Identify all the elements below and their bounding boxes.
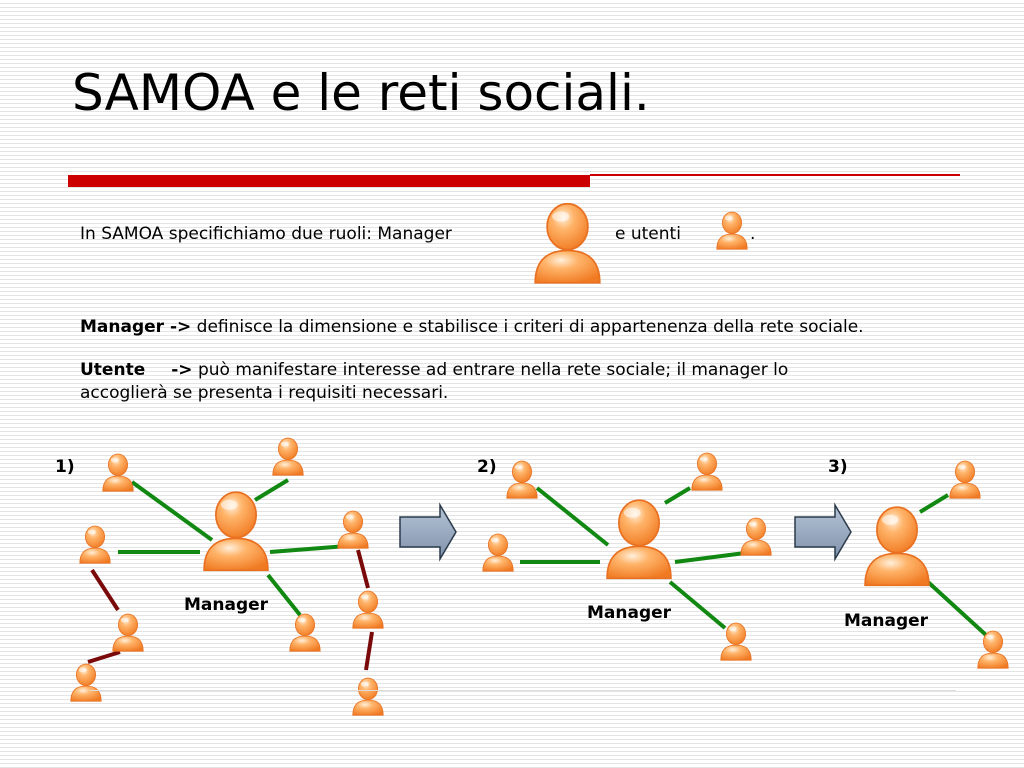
step-arrow-2 <box>794 502 852 562</box>
step1-user-4 <box>337 510 369 549</box>
intro-text: In SAMOA specifichiamo due ruoli: Manage… <box>80 224 452 244</box>
step3-number: 3) <box>828 457 848 477</box>
title-underline-thick <box>68 175 590 187</box>
bottom-divider <box>90 690 956 691</box>
step2-user-1 <box>506 460 538 499</box>
step2-user-2 <box>691 452 723 491</box>
intro-end: . <box>750 224 756 244</box>
slide-title: SAMOA e le reti sociali. <box>72 64 650 122</box>
step1-manager-person <box>203 491 269 572</box>
step1-manager-label: Manager <box>184 595 269 615</box>
step1-number: 1) <box>55 457 75 477</box>
step2-user-5 <box>720 622 752 661</box>
manager-term: Manager -> <box>80 317 192 337</box>
step3-user-2 <box>977 630 1009 669</box>
utente-definition: Utente -> può manifestare interesse ad en… <box>80 359 788 405</box>
step2-manager-person <box>606 499 672 580</box>
step2-user-3 <box>482 533 514 572</box>
step3-user-1 <box>949 460 981 499</box>
manager-description: definisce la dimensione e stabilisce i c… <box>191 317 864 337</box>
step1-user-3 <box>79 525 111 564</box>
step1-user-8 <box>70 663 102 702</box>
manager-role-person-icon <box>534 202 601 284</box>
step2-number: 2) <box>477 457 497 477</box>
step3-manager-label: Manager <box>844 611 929 631</box>
utenti-label: e utenti <box>615 224 681 244</box>
step1-user-9 <box>352 677 384 716</box>
step2-manager-label: Manager <box>587 603 672 623</box>
step1-user-5 <box>112 613 144 652</box>
step1-user-6 <box>352 590 384 629</box>
user-role-person-icon <box>716 211 748 250</box>
step1-connections <box>87 478 374 671</box>
utente-description-line1: può manifestare interesse ad entrare nel… <box>192 360 789 380</box>
step1-user-7 <box>289 613 321 652</box>
step2-user-4 <box>740 517 772 556</box>
step-arrow-1 <box>399 502 457 562</box>
title-underline-thin <box>590 174 960 176</box>
utente-term: Utente <box>80 360 146 380</box>
utente-arrow: -> <box>171 360 193 380</box>
step3-manager-person <box>864 506 930 587</box>
step2-connections <box>520 486 746 630</box>
utente-description-line2: accoglierà se presenta i requisiti neces… <box>80 383 449 403</box>
manager-definition: Manager -> definisce la dimensione e sta… <box>80 316 864 339</box>
step3-connections <box>918 493 988 637</box>
step1-user-1 <box>102 453 134 492</box>
step1-user-2 <box>272 437 304 476</box>
